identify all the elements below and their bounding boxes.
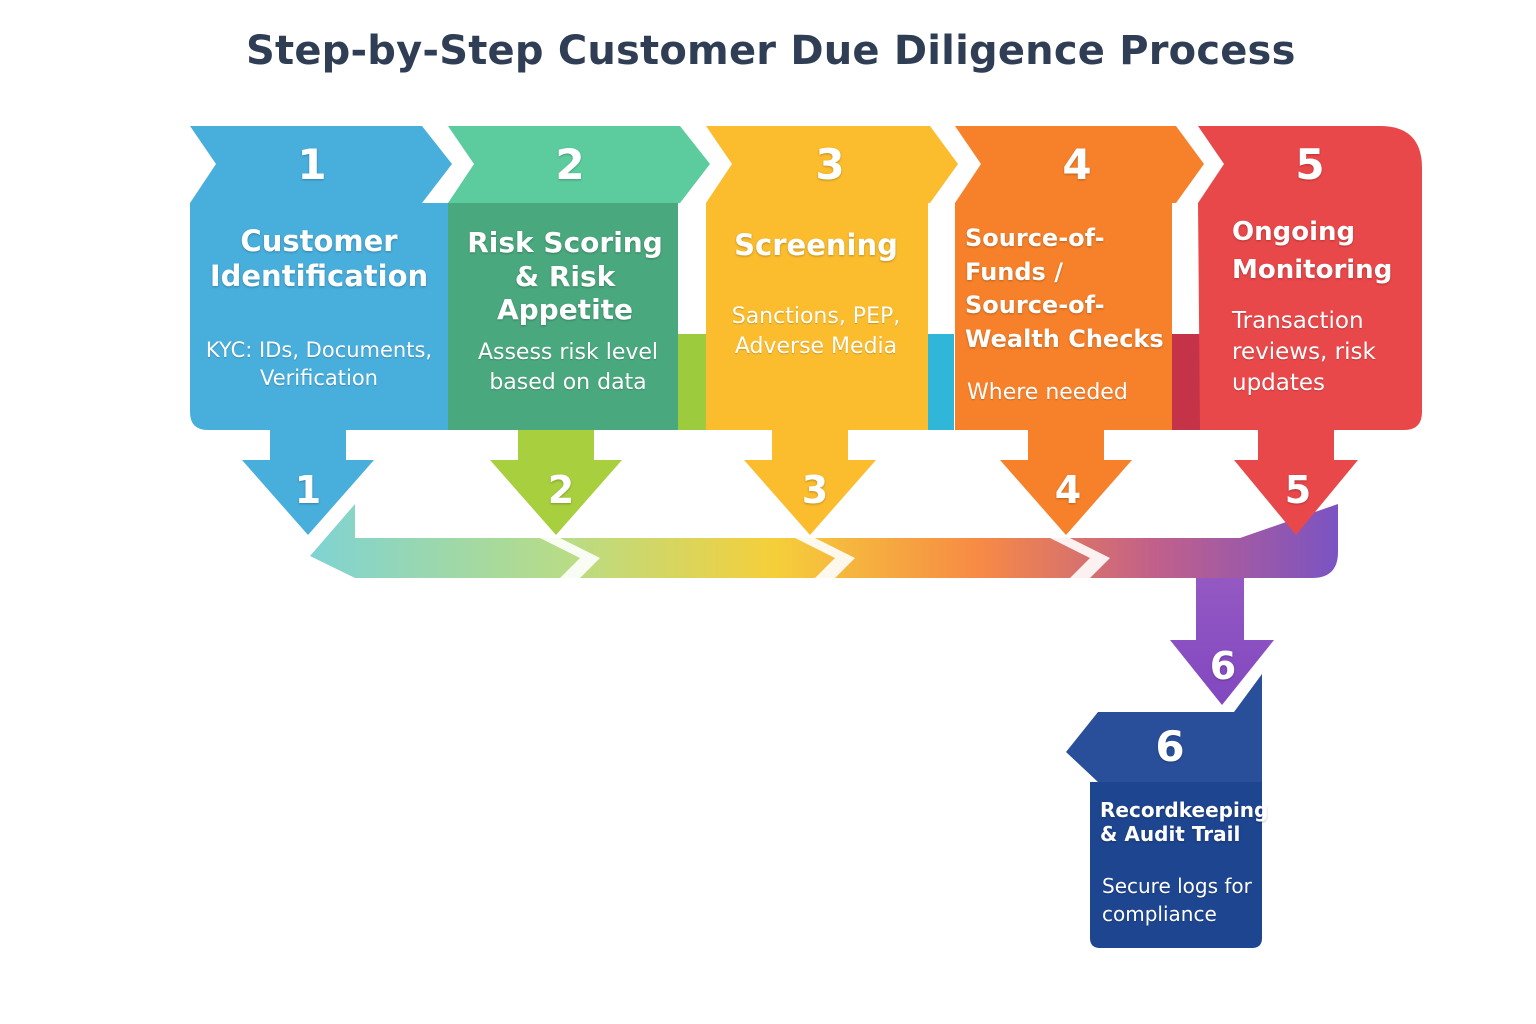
step-1-header-chevron: [190, 126, 452, 203]
flow-arrow-3: [744, 430, 876, 535]
step-6-description: Secure logs for compliance: [1102, 874, 1252, 926]
step-1-number: 1: [297, 140, 327, 189]
connector-band: [310, 504, 1338, 578]
step-4-side-strip: [1172, 334, 1200, 430]
step-3-description: Sanctions, PEP, Adverse Media: [731, 304, 901, 359]
step-3-card: [706, 203, 928, 430]
step-6-card: [1090, 782, 1262, 948]
flow-arrow-4: [1000, 430, 1132, 535]
step-3-header-chevron: [706, 126, 958, 203]
step-5-card: [1198, 203, 1422, 430]
step-2-header-chevron: [448, 126, 710, 203]
step-6-header-chevron: [1066, 674, 1262, 782]
band-chevron-1: [540, 538, 600, 578]
band-chevron-2: [795, 538, 855, 578]
step-6-number: 6: [1155, 722, 1185, 771]
step-4-header-chevron: [955, 126, 1204, 203]
step-4-title: Source-of-Funds / Source-of-Wealth Check…: [965, 224, 1164, 353]
flow-arrow-6-number: 6: [1209, 644, 1237, 688]
step-5-header-chevron: [1198, 126, 1422, 203]
step-5-description: Transaction reviews, risk updates: [1232, 308, 1376, 397]
flow-arrow-4-number: 4: [1054, 468, 1082, 512]
step-3-number: 3: [815, 140, 845, 189]
flow-arrow-1: [242, 430, 374, 535]
step-5-number: 5: [1295, 140, 1325, 189]
flow-arrow-2: [490, 430, 622, 535]
step-1-title: Customer Identification: [209, 224, 429, 293]
step-2-title: Risk Scoring & Risk Appetite: [467, 226, 663, 327]
flow-arrow-6: [1170, 578, 1274, 705]
step-2-side-strip: [678, 334, 706, 430]
step-2-card: [448, 203, 678, 430]
step-1-description: KYC: IDs, Documents, Verification: [205, 338, 433, 391]
flow-arrow-5: [1234, 430, 1358, 535]
step-4-description: Where needed: [967, 380, 1128, 405]
step-3-side-strip: [928, 334, 954, 430]
step-2-number: 2: [555, 140, 585, 189]
step-3-title: Screening: [734, 228, 898, 262]
step-6-title: Recordkeeping & Audit Trail: [1100, 798, 1269, 846]
flow-arrow-1-number: 1: [294, 468, 322, 512]
flow-arrow-2-number: 2: [547, 468, 575, 512]
band-chevron-3: [1050, 538, 1110, 578]
step-4-card: [955, 203, 1172, 430]
step-1-card: [190, 203, 448, 430]
flow-arrow-3-number: 3: [801, 468, 829, 512]
step-2-description: Assess risk level based on data: [477, 340, 659, 395]
step-5-title: Ongoing Monitoring: [1232, 217, 1393, 285]
step-4-number: 4: [1062, 140, 1092, 189]
flow-arrow-5-number: 5: [1284, 468, 1312, 512]
page-title: Step-by-Step Customer Due Diligence Proc…: [246, 28, 1296, 74]
